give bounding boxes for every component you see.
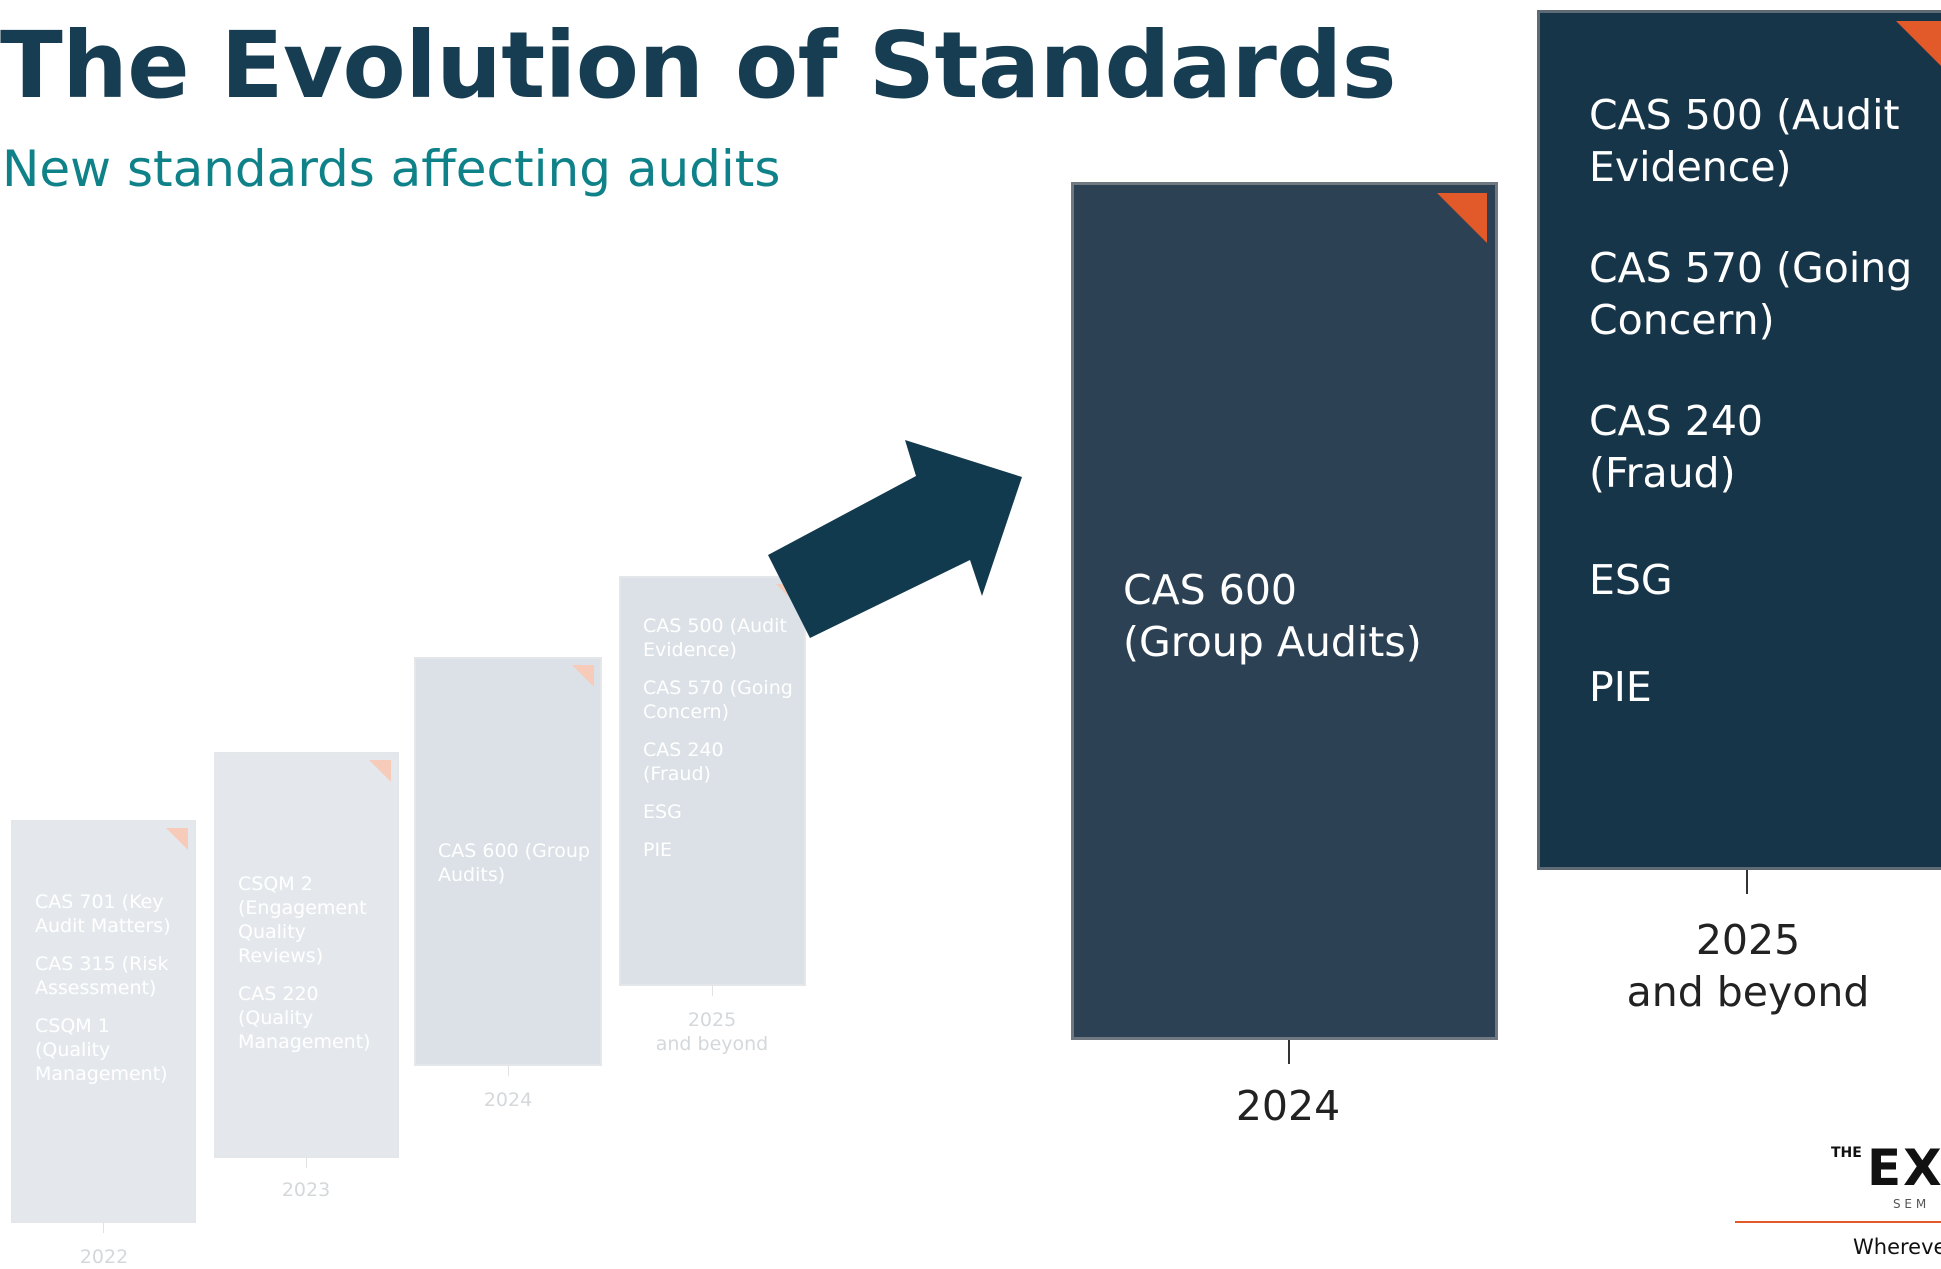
zoomed-card-item: ESG [1589,556,1673,604]
zoomed-card-item: CAS 570 (Going Concern) [1589,244,1913,344]
year-label: 2025 [687,1009,737,1031]
card-item: CAS 220 (Quality Management) [238,983,371,1053]
card-item: CAS 500 (Audit Evidence) [643,615,787,661]
timeline-year-2023: 2023 [281,1179,331,1201]
zoomed-year-2025: 2025 and beyond [1608,914,1888,1018]
logo-tagline: Whereve [1853,1235,1941,1259]
timeline-card-2022: CAS 701 (Key Audit Matters) CAS 315 (Ris… [11,820,196,1223]
logo-mark: EXC [1867,1139,1941,1197]
corner-flag-icon [1896,21,1941,71]
card-item: PIE [643,839,673,861]
card-item: CAS 315 (Risk Assessment) [35,953,169,999]
timeline-tick [508,1066,509,1076]
card-item: CAS 600 (Group Audits) [438,840,590,886]
timeline-card-2023: CSQM 2 (Engagement Quality Reviews) CAS … [214,752,399,1158]
timeline-card-2024: CAS 600 (Group Audits) [414,657,602,1066]
card-item: CSQM 2 (Engagement Quality Reviews) [238,873,367,967]
zoomed-tick [1746,870,1748,894]
card-item: CAS 701 (Key Audit Matters) [35,891,171,937]
corner-flag-icon [572,665,594,687]
card-item: CAS 240 (Fraud) [643,739,724,785]
page-subtitle: New standards affecting audits [2,140,781,198]
zoomed-tick [1288,1040,1290,1064]
corner-flag-icon [1437,193,1487,243]
zoomed-card-2025: CAS 500 (Audit Evidence) CAS 570 (Going … [1537,10,1941,870]
zoomed-card-item: CAS 600 (Group Audits) [1123,566,1422,666]
timeline-year-2024: 2024 [483,1089,533,1111]
zoomed-year-2024: 2024 [1235,1082,1341,1130]
timeline-tick [306,1158,307,1168]
page-title: The Evolution of Standards [0,12,1396,119]
timeline-card-2025: CAS 500 (Audit Evidence) CAS 570 (Going … [619,576,806,986]
zoomed-card-2024: CAS 600 (Group Audits) [1071,182,1498,1040]
corner-flag-icon [369,760,391,782]
year-label-suffix: and beyond [1626,968,1870,1016]
timeline-year-2025: 2025 and beyond [642,1008,782,1056]
year-label: 2025 [1695,916,1801,964]
timeline-tick [103,1223,104,1233]
brand-logo: THE EXC S E M Whereve [1735,1135,1941,1265]
zoomed-card-item: PIE [1589,663,1652,711]
arrow-icon [768,440,1022,638]
corner-flag-icon [166,828,188,850]
year-label-suffix: and beyond [655,1033,769,1055]
logo-subtext: S E M [1893,1197,1927,1211]
logo-divider [1735,1221,1941,1223]
zoomed-card-item: CAS 240 (Fraud) [1589,397,1763,497]
card-item: ESG [643,801,682,823]
zoomed-card-item: CAS 500 (Audit Evidence) [1589,91,1900,191]
timeline-tick [712,986,713,996]
logo-prefix: THE [1831,1145,1862,1161]
card-item: CSQM 1 (Quality Management) [35,1015,168,1085]
timeline-year-2022: 2022 [79,1246,129,1268]
card-item: CAS 570 (Going Concern) [643,677,793,723]
